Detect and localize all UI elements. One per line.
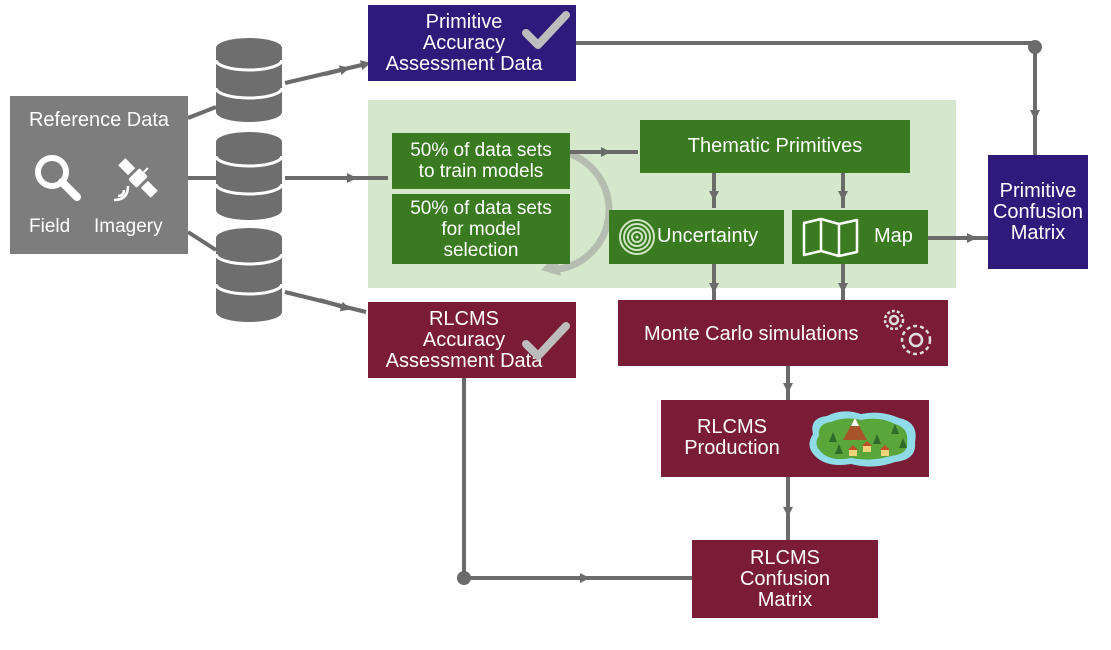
box-line: Assessment Data (385, 349, 543, 372)
model-selection-box: 50% of data sets for model selection (392, 194, 570, 264)
checkmark-icon (522, 322, 570, 360)
landscape-island-icon (809, 411, 916, 467)
box-line: Confusion (739, 567, 831, 590)
rlcms-production-box: RLCMS Production (661, 400, 929, 477)
box-line: RLCMS (428, 307, 499, 330)
box-line: Accuracy (422, 31, 506, 54)
connector-lines (186, 41, 1040, 583)
box-line: for model (441, 218, 521, 240)
box-line: to train models (418, 161, 544, 182)
gears-icon (883, 309, 932, 356)
primitive-accuracy-assessment-box: Primitive Accuracy Assessment Data (368, 5, 576, 81)
box-line: Matrix (757, 588, 813, 611)
imagery-label: Imagery (94, 216, 163, 237)
reference-data-title: Reference Data (28, 109, 170, 131)
reference-data-box: Reference Data Field Imagery (10, 96, 188, 254)
box-line: RLCMS (749, 546, 820, 569)
uncertainty-label: Uncertainty (657, 225, 759, 247)
thematic-primitives-box: Thematic Primitives (640, 120, 910, 173)
primitive-confusion-matrix-box: Primitive Confusion Matrix (988, 155, 1088, 269)
monte-carlo-label: Monte Carlo simulations (644, 323, 859, 345)
junction-dot (457, 571, 471, 585)
map-label: Map (874, 225, 913, 247)
concentric-circles-icon (619, 219, 655, 255)
box-line: Assessment Data (385, 52, 543, 75)
box-line: Confusion (992, 200, 1084, 223)
junction-dot (1028, 40, 1042, 54)
uncertainty-box: Uncertainty (609, 210, 784, 264)
train-models-box: 50% of data sets to train models (392, 133, 570, 189)
box-line: 50% of data sets (410, 197, 552, 219)
box-line: RLCMS (696, 416, 767, 438)
thematic-primitives-label: Thematic Primitives (687, 135, 863, 157)
search-icon (35, 155, 81, 201)
box-line: Production (684, 437, 780, 459)
field-label: Field (29, 216, 71, 237)
rlcms-accuracy-assessment-box: RLCMS Accuracy Assessment Data (368, 302, 576, 378)
box-line: 50% of data sets (410, 140, 552, 161)
checkmark-icon (522, 11, 570, 49)
monte-carlo-box: Monte Carlo simulations (618, 300, 948, 366)
box-line: Accuracy (422, 328, 506, 351)
map-box: Map (792, 210, 928, 264)
satellite-icon (113, 158, 158, 202)
box-line: Primitive (999, 179, 1077, 202)
database-icon (214, 38, 284, 322)
box-line: Matrix (1010, 221, 1066, 244)
rlcms-confusion-matrix-box: RLCMS Confusion Matrix (692, 540, 878, 618)
folded-map-icon (802, 217, 859, 258)
box-line: Primitive (425, 10, 503, 33)
box-line: selection (443, 239, 519, 261)
